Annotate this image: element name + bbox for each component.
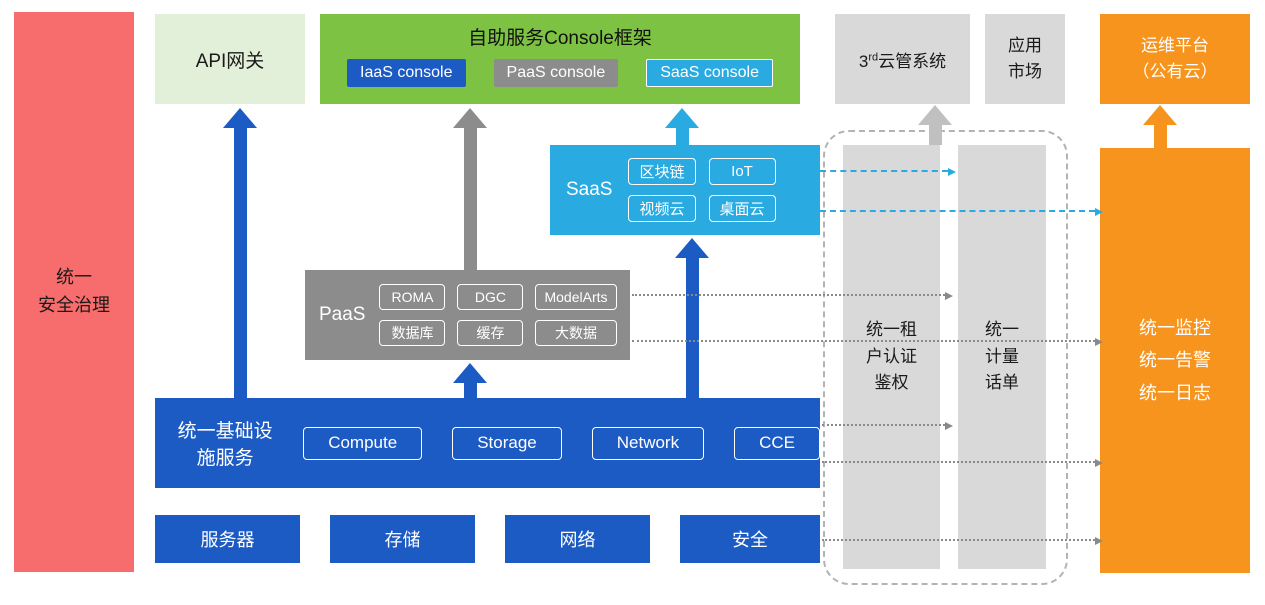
connector-saas-to-monitoring <box>820 208 1103 216</box>
paas-item-modelarts: ModelArts <box>535 284 617 310</box>
saas-item-iot: IoT <box>708 158 776 185</box>
arrow-infra-to-paas <box>453 363 487 398</box>
metering-label: 统一 计量 话单 <box>985 320 1019 393</box>
hardware-server-box: 服务器 <box>155 515 300 563</box>
iaas-console-chip: IaaS console <box>347 59 466 87</box>
paas-item-dgc: DGC <box>457 284 524 310</box>
connector-saas-to-metering <box>820 168 956 176</box>
api-gateway-box: API网关 <box>155 14 305 104</box>
infra-item-storage: Storage <box>452 426 562 460</box>
app-market-box: 应用 市场 <box>985 14 1065 104</box>
console-framework-box: 自助服务Console框架 IaaS console PaaS console … <box>320 14 800 104</box>
connector-infra-to-metering <box>822 422 953 430</box>
infrastructure-items-row: Compute Storage Network CCE <box>303 426 820 460</box>
arrow-infra-to-api-gateway <box>223 108 257 398</box>
infrastructure-label: 统一基础设施服务 <box>177 421 273 469</box>
paas-layer-label: PaaS <box>319 304 366 325</box>
paas-console-chip: PaaS console <box>493 59 619 87</box>
paas-item-database: 数据库 <box>379 320 446 346</box>
ops-platform-box: 运维平台 （公有云） <box>1100 14 1250 104</box>
arrow-monitor-to-ops-platform <box>1143 105 1177 149</box>
saas-items-grid: 区块链 IoT 视频云 桌面云 <box>628 158 776 222</box>
third-party-cloud-box: 3rd云管系统 <box>835 14 970 104</box>
paas-items-grid: ROMA DGC ModelArts 数据库 缓存 大数据 <box>379 284 617 346</box>
third-party-cloud-label: 3rd云管系统 <box>858 50 947 71</box>
hardware-network-box: 网络 <box>505 515 650 563</box>
saas-item-video-cloud: 视频云 <box>628 195 696 222</box>
arrow-infra-to-saas <box>675 238 709 398</box>
connector-hardware-to-monitoring <box>822 537 1103 545</box>
connector-paas-to-monitoring <box>632 338 1103 346</box>
arrow-auth-to-third-cloud <box>918 105 952 145</box>
paas-item-roma: ROMA <box>379 284 446 310</box>
saas-console-chip: SaaS console <box>646 59 773 87</box>
api-gateway-label: API网关 <box>195 50 265 72</box>
saas-layer-label: SaaS <box>566 179 613 200</box>
infra-item-compute: Compute <box>303 426 423 460</box>
ops-platform-label: 运维平台 （公有云） <box>1132 35 1218 81</box>
paas-item-cache: 缓存 <box>457 320 524 346</box>
tenant-auth-label: 统一租 户认证 鉴权 <box>866 320 917 393</box>
console-chip-row: IaaS console PaaS console SaaS console <box>347 59 773 87</box>
security-governance-bar: 统一 安全治理 <box>14 12 134 572</box>
arrow-paas-to-console <box>453 108 487 270</box>
connector-infra-to-monitoring <box>822 459 1103 467</box>
app-market-label: 应用 市场 <box>1008 35 1042 81</box>
metering-bar: 统一 计量 话单 <box>958 145 1046 569</box>
tenant-services-dashed-frame <box>823 130 1068 585</box>
infra-item-network: Network <box>591 426 705 460</box>
infra-item-cce: CCE <box>734 426 820 460</box>
saas-layer-box: SaaS 区块链 IoT 视频云 桌面云 <box>550 145 820 235</box>
saas-item-blockchain: 区块链 <box>628 158 696 185</box>
monitoring-label: 统一监控 统一告警 统一日志 <box>1139 317 1211 403</box>
paas-item-bigdata: 大数据 <box>535 320 617 346</box>
hardware-storage-box: 存储 <box>330 515 475 563</box>
console-framework-title: 自助服务Console框架 <box>468 28 652 49</box>
hardware-security-box: 安全 <box>680 515 820 563</box>
saas-item-desktop-cloud: 桌面云 <box>708 195 776 222</box>
arrow-saas-to-console <box>665 108 699 145</box>
monitoring-bar: 统一监控 统一告警 统一日志 <box>1100 148 1250 573</box>
connector-paas-to-metering <box>632 292 953 300</box>
infrastructure-layer-box: 统一基础设施服务 Compute Storage Network CCE <box>155 398 820 488</box>
paas-layer-box: PaaS ROMA DGC ModelArts 数据库 缓存 大数据 <box>305 270 630 360</box>
tenant-auth-bar: 统一租 户认证 鉴权 <box>843 145 940 569</box>
security-governance-label: 统一 安全治理 <box>38 267 110 315</box>
